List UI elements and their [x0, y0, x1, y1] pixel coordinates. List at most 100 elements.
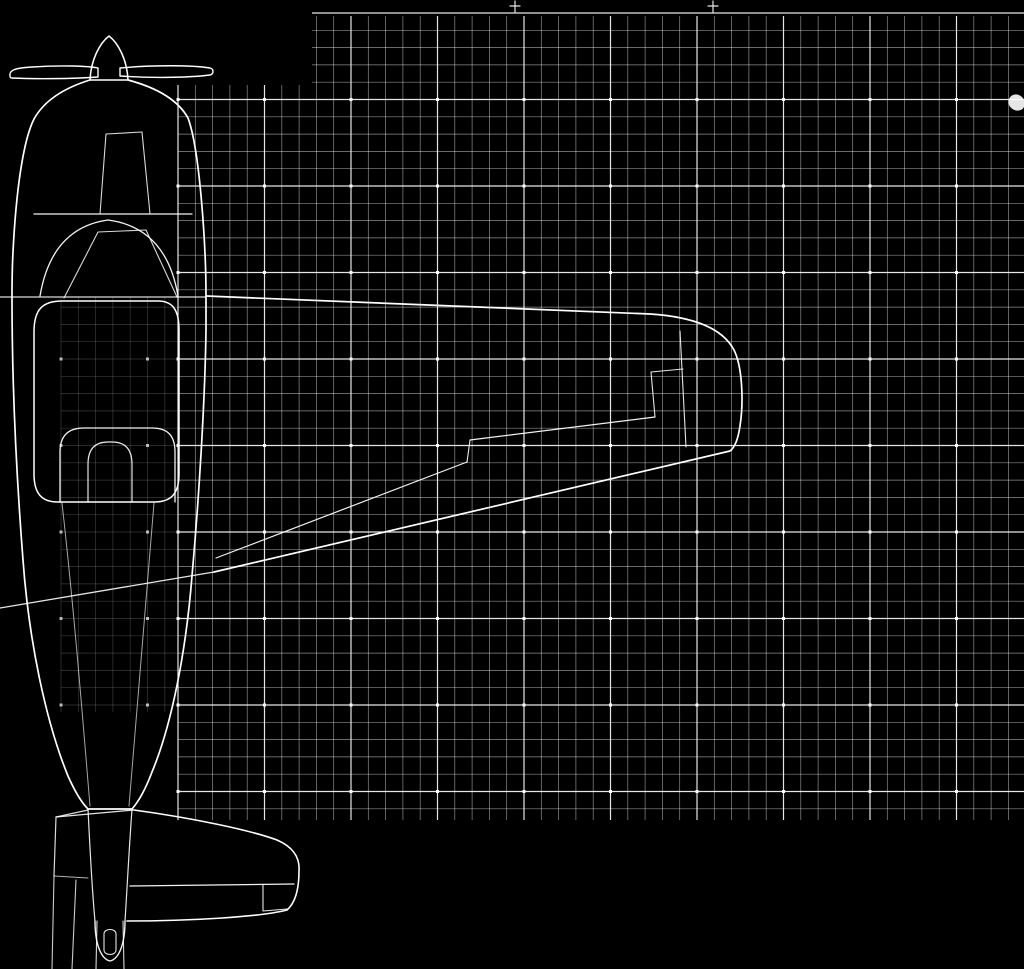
grid-intersection-dot [695, 444, 699, 447]
grid-intersection-dot [695, 357, 699, 361]
grid-intersection-dot [522, 530, 526, 534]
grid-intersection-dot [436, 530, 439, 534]
left-stab-stub [53, 809, 89, 877]
grid-intersection-dot [146, 617, 149, 620]
grid-intersection-dot [695, 703, 699, 707]
grid-intersection-dot [349, 98, 353, 101]
grid-intersection-dot [695, 617, 699, 620]
grid-intersection-dot [522, 184, 526, 188]
grid-intersection-dot [868, 444, 872, 447]
grid-intersection-dot [782, 271, 785, 274]
grid-intersection-dot [782, 98, 785, 101]
grid-intersection-dot [263, 444, 266, 447]
grid-intersection-dot [349, 617, 353, 620]
grid-intersection-dot [609, 703, 612, 707]
grid-intersection-dot [349, 271, 353, 274]
grid-intersection-dot [955, 357, 958, 361]
wingtip-rib [679, 330, 687, 448]
flap-aileron-break [466, 439, 471, 463]
grid-intersection-dot [176, 357, 180, 361]
grid-intersection-dot [263, 530, 266, 534]
grid-intersection-dot [955, 444, 958, 447]
grid-intersection-dot [263, 617, 266, 620]
grid-intersection-dot [436, 357, 439, 361]
grid-intersection-dot [609, 530, 612, 534]
grid-intersection-dot [436, 271, 439, 274]
grid-intersection-dot [59, 357, 63, 361]
grid-intersection-dot [522, 444, 526, 447]
grid-intersection-dot [868, 703, 872, 707]
grid-intersection-dot [695, 98, 699, 101]
grid-intersection-dot [609, 357, 612, 361]
grid-intersection-dot [349, 444, 353, 447]
grid-intersection-dot [263, 357, 266, 361]
grid-layer [60, 12, 1024, 820]
grid-intersection-dot [955, 703, 958, 707]
tailwheel [103, 928, 117, 956]
grid-intersection-dot [695, 530, 699, 534]
trim-tab [262, 884, 288, 912]
grid-intersection-dot [176, 530, 180, 534]
grid-intersection-dot [522, 617, 526, 620]
grid-intersection-dot [782, 703, 785, 707]
grid-intersection-dot [146, 530, 149, 534]
grid-intersection-dot [176, 444, 180, 447]
grid-intersection-dot [436, 444, 439, 447]
grid-intersection-dot [868, 357, 872, 361]
registration-tick-left [509, 0, 521, 13]
right-wing-outline [205, 295, 743, 573]
grid-intersection-dot [782, 444, 785, 447]
grid-intersection-dot [59, 617, 63, 620]
grid-intersection-dot [782, 357, 785, 361]
aileron-end-rib [650, 368, 684, 418]
scan-artifact-blob [1008, 94, 1024, 111]
grid-intersection-dot [609, 790, 612, 793]
grid-intersection-dot [349, 790, 353, 793]
grid-intersection-dot [522, 98, 526, 101]
grid-intersection-dot [436, 617, 439, 620]
turtledeck-right-line [128, 502, 155, 807]
registration-tick-right [707, 0, 719, 13]
grid-intersection-dot [782, 617, 785, 620]
grid-intersection-dot [263, 790, 266, 793]
grid-intersection-dot [349, 530, 353, 534]
grid-intersection-dot [436, 98, 439, 101]
tailcone-right-edge [124, 808, 133, 922]
stab-le-carrythrough [55, 809, 135, 818]
grid-intersection-dot [176, 98, 180, 101]
grid-intersection-dot [522, 703, 526, 707]
grid-intersection-dot [146, 703, 149, 707]
rudder-right-edge [122, 920, 125, 969]
grid-intersection-dot [349, 703, 353, 707]
grid-intersection-dot [868, 790, 872, 793]
grid-intersection-dot [955, 271, 958, 274]
grid-intersection-dot [782, 530, 785, 534]
grid-intersection-dot [59, 530, 63, 534]
grid-intersection-dot [695, 790, 699, 793]
cockpit-opening [33, 300, 180, 503]
grid-intersection-dot [263, 184, 266, 188]
grid-intersection-dot [609, 444, 612, 447]
grid-intersection-dot [695, 271, 699, 274]
grid-intersection-dot [695, 184, 699, 188]
grid-intersection-dot [609, 98, 612, 101]
grid-intersection-dot [436, 703, 439, 707]
grid-intersection-dot [176, 184, 180, 188]
grid-intersection-dot [436, 184, 439, 188]
left-elevator-edge-inner [71, 879, 77, 969]
grid-intersection-dot [263, 271, 266, 274]
right-stab-outline [126, 809, 300, 922]
grid-intersection-dot [955, 617, 958, 620]
grid-intersection-dot [868, 271, 872, 274]
grid-intersection-dot [349, 184, 353, 188]
grid-intersection-dot [176, 271, 180, 274]
spinner [89, 35, 129, 81]
grid-intersection-dot [522, 271, 526, 274]
flap-hinge-line [215, 461, 468, 559]
grid-intersection-dot [146, 357, 149, 361]
left-elevator-root [53, 875, 89, 879]
windshield-outer [39, 219, 179, 297]
